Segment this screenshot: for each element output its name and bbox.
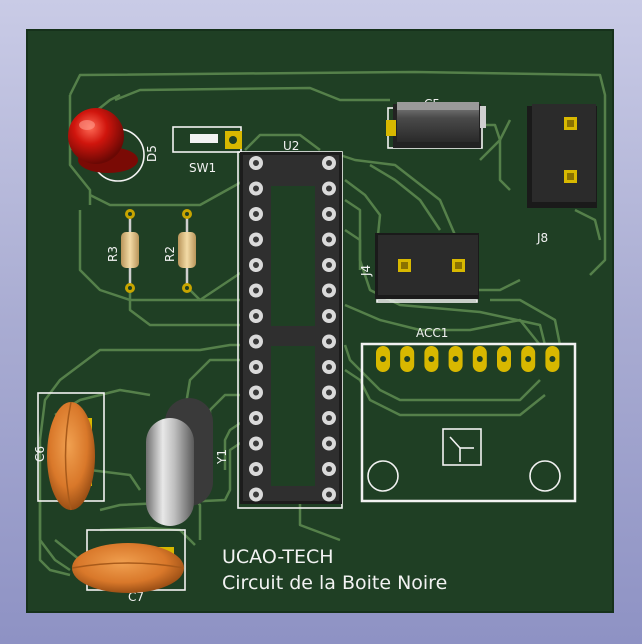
label-u2: U2 [283, 139, 299, 153]
label-j8: J8 [536, 231, 548, 245]
label-r2: R2 [163, 246, 177, 262]
capacitor-c6 [47, 401, 95, 511]
led-d5 [68, 108, 138, 173]
label-j4: J4 [359, 265, 373, 277]
header-j8 [527, 104, 597, 208]
label-d5: D5 [145, 145, 159, 162]
header-j4 [375, 233, 479, 299]
copper-traces [38, 70, 607, 577]
acc1-pads [376, 346, 560, 372]
crystal-y1 [146, 398, 213, 526]
ic-socket-u2 [240, 152, 342, 504]
resistor-r2 [178, 209, 196, 293]
label-r3: R3 [106, 246, 120, 262]
label-c6: C6 [33, 446, 47, 462]
label-y1: Y1 [215, 449, 229, 465]
board-brand-text: UCAO-TECH [222, 546, 334, 568]
resistor-r3 [121, 209, 139, 293]
label-acc1: ACC1 [416, 326, 448, 340]
capacitor-c5 [386, 102, 486, 148]
acc1-outline [360, 342, 577, 503]
label-sw1: SW1 [189, 161, 216, 175]
label-c7: C7 [128, 590, 144, 604]
board-subtitle-text: Circuit de la Boite Noire [222, 572, 447, 594]
capacitor-c7 [71, 543, 185, 593]
